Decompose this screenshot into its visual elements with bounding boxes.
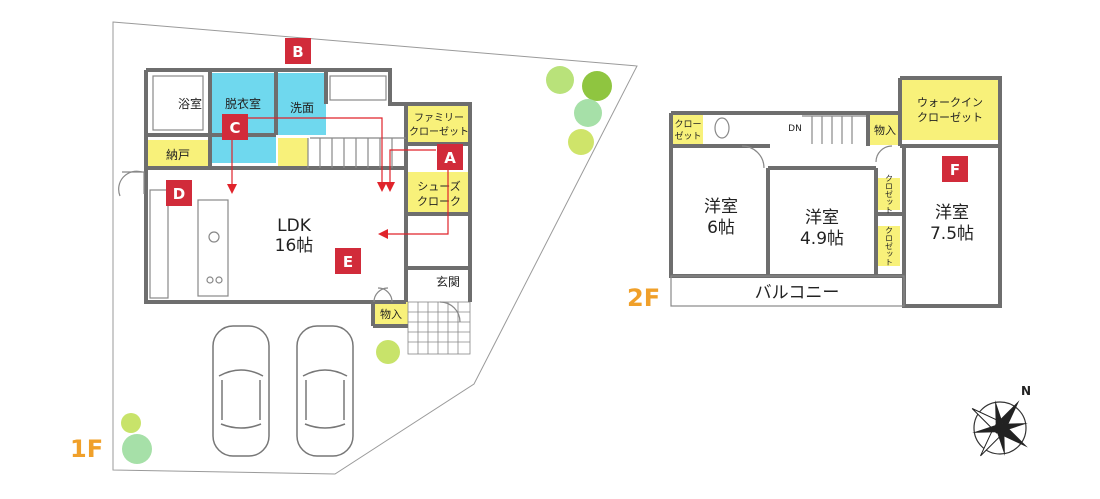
floor-label-1f: 1F	[70, 435, 103, 463]
family-closet-label: クローゼット	[409, 126, 469, 138]
closet-v1-label: クロゼット	[885, 174, 894, 214]
svg-text:A: A	[444, 149, 456, 167]
marker-f: F	[942, 156, 968, 182]
storage-1f-label: 物入	[380, 307, 402, 321]
closet-a-label: ゼット	[674, 130, 701, 142]
room-49-label: 洋室	[805, 208, 839, 228]
floor-label-2f: 2F	[627, 284, 660, 312]
marker-d: D	[166, 180, 192, 206]
pantry-label: 納戸	[166, 148, 190, 162]
compass-north-label: N	[1021, 384, 1031, 398]
compass-icon: N	[971, 384, 1031, 457]
svg-text:E: E	[343, 253, 353, 271]
closet-v1-fill	[878, 178, 900, 210]
closet-a-label: クロー	[674, 119, 701, 130]
closet-v2-label: クロゼット	[885, 226, 894, 266]
walkin-closet-label: クローゼット	[917, 111, 983, 124]
tree-icon	[546, 66, 612, 155]
family-closet-label: ファミリー	[414, 113, 464, 124]
walkin-closet-fill	[902, 78, 998, 140]
marker-e: E	[335, 248, 361, 274]
room-75-label: 洋室	[935, 203, 969, 223]
washroom-fill	[276, 73, 326, 135]
svg-text:C: C	[229, 119, 240, 137]
walkin-closet-label: ウォークイン	[917, 96, 983, 109]
marker-a: A	[437, 144, 463, 170]
view-arrows	[231, 117, 449, 235]
ldk-size-label: 16帖	[275, 236, 314, 256]
marker-b: B	[285, 38, 311, 64]
dressing-room-label: 脱衣室	[225, 96, 261, 111]
dn-label: DN	[788, 124, 802, 134]
tree-icon	[376, 340, 400, 364]
car-icon	[212, 325, 270, 457]
storage-2f-fill	[870, 115, 900, 145]
stair-closet-fill	[278, 138, 308, 168]
closet-v2-fill	[878, 226, 900, 266]
washroom-label: 洗面	[290, 101, 314, 115]
walls-1f-thin	[118, 75, 461, 323]
balcony-label: バルコニー	[755, 283, 840, 303]
entrance-label: 玄関	[436, 274, 460, 289]
entrance-tile-grid	[407, 301, 471, 355]
shoes-closet-label: クローク	[417, 195, 461, 208]
marker-c: C	[222, 114, 248, 140]
ldk-label: LDK	[277, 216, 312, 236]
room-6-size-label: 6帖	[707, 218, 735, 238]
closet-a-fill	[673, 115, 703, 145]
tree-icon	[121, 413, 152, 464]
shoes-closet-label: シューズ	[417, 179, 460, 193]
storage-2f-label: 物入	[874, 123, 896, 137]
arrowheads	[227, 182, 395, 239]
walls-2f-thin	[670, 115, 905, 307]
pantry-fill	[148, 140, 208, 168]
storage-1f-fill	[373, 302, 409, 326]
car-icon	[296, 325, 354, 457]
bath-label: 浴室	[178, 96, 202, 111]
shoes-closet-fill	[408, 172, 470, 214]
svg-text:B: B	[292, 43, 303, 61]
family-closet-fill	[408, 106, 470, 144]
room-6-label: 洋室	[704, 197, 738, 217]
svg-text:F: F	[950, 161, 960, 179]
room-49-size-label: 4.9帖	[800, 229, 844, 249]
svg-text:D: D	[173, 185, 185, 203]
room-75-size-label: 7.5帖	[930, 224, 974, 244]
